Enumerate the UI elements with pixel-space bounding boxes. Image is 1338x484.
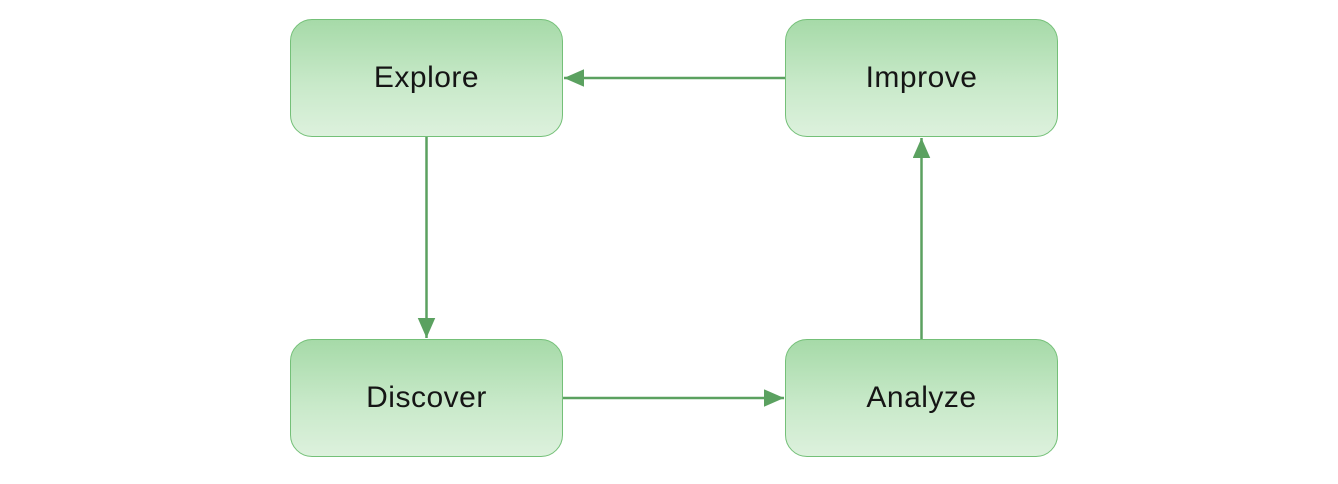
- node-improve-label: Improve: [865, 61, 978, 94]
- node-explore-label: Explore: [373, 61, 480, 94]
- node-improve: Improve: [785, 19, 1058, 137]
- node-explore: Explore: [290, 19, 563, 137]
- node-analyze: Analyze: [785, 339, 1058, 457]
- node-analyze-label: Analyze: [866, 381, 977, 414]
- node-discover: Discover: [290, 339, 563, 457]
- node-discover-label: Discover: [366, 381, 487, 414]
